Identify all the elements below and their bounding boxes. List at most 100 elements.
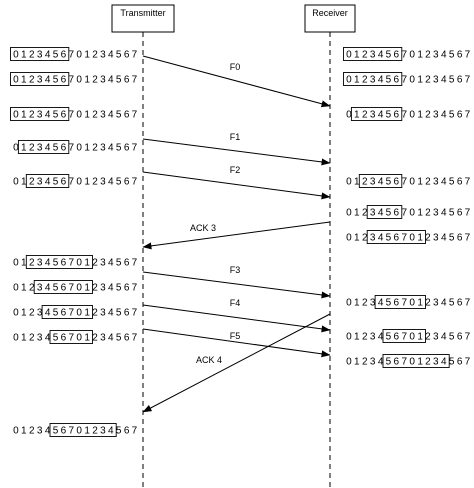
- sequence-digit: 7: [69, 426, 75, 437]
- message-f5: F5: [142, 328, 331, 358]
- sequence-digit: 4: [108, 75, 114, 86]
- sequence-digit: 2: [92, 308, 98, 319]
- sliding-window-box: [25, 174, 70, 188]
- sequence-digit: 3: [433, 332, 439, 343]
- sequence-digit: 7: [132, 283, 138, 294]
- sequence-digit: 3: [370, 298, 376, 309]
- sequence-digit: 6: [457, 332, 463, 343]
- sequence-digit: 4: [378, 357, 384, 368]
- sequence-digit: 2: [362, 332, 368, 343]
- sequence-digit: 3: [100, 308, 106, 319]
- sequence-digit: 6: [457, 177, 463, 188]
- sequence-digit: 3: [433, 50, 439, 61]
- message-ack-3: ACK 3: [142, 221, 331, 250]
- sequence-digit: 5: [116, 258, 122, 269]
- sliding-window-box: [382, 329, 426, 343]
- sequence-digit: 2: [29, 110, 35, 121]
- message-label: F5: [230, 331, 241, 341]
- message-f3: F3: [142, 265, 331, 299]
- sequence-digit: 0: [409, 110, 415, 121]
- sequence-digit: 5: [449, 110, 455, 121]
- sequence-digit: 7: [132, 75, 138, 86]
- sequence-digit: 2: [92, 75, 98, 86]
- sequence-digit: 4: [378, 208, 384, 219]
- sequence-digit: 5: [116, 177, 122, 188]
- sequence-digit: 3: [370, 75, 376, 86]
- sequence-digit: 7: [132, 177, 138, 188]
- sequence-digit: 6: [457, 75, 463, 86]
- transmitter-label: Transmitter: [120, 8, 165, 18]
- sequence-digit: 6: [394, 298, 400, 309]
- sequence-digit: 4: [45, 177, 51, 188]
- sequence-digit: 7: [402, 208, 408, 219]
- sequence-digit: 1: [417, 110, 423, 121]
- sequence-digit: 3: [370, 357, 376, 368]
- sequence-digit: 4: [108, 50, 114, 61]
- sequence-digit: 5: [116, 110, 122, 121]
- transmitter-header-box: [111, 4, 175, 33]
- sliding-window-box: [343, 47, 403, 61]
- sequence-digit: 1: [354, 298, 360, 309]
- sequence-digit: 0: [346, 298, 352, 309]
- sequence-digit: 4: [441, 332, 447, 343]
- sequence-digit: 6: [394, 208, 400, 219]
- sequence-digit: 5: [53, 50, 59, 61]
- sequence-digit: 2: [29, 177, 35, 188]
- message-arrow: [142, 271, 331, 299]
- sequence-digit: 3: [370, 110, 376, 121]
- sequence-digit: 0: [76, 110, 82, 121]
- sequence-digit: 6: [124, 50, 130, 61]
- sequence-digit: 1: [417, 357, 423, 368]
- sequence-digit: 0: [13, 258, 19, 269]
- message-label: F1: [230, 132, 241, 142]
- sequence-digit: 6: [124, 283, 130, 294]
- sliding-window-box: [49, 423, 117, 437]
- sequence-digit: 1: [84, 110, 90, 121]
- sliding-window-box: [366, 230, 426, 244]
- sequence-digit: 2: [425, 233, 431, 244]
- sequence-digit: 3: [370, 177, 376, 188]
- sequence-digit: 6: [61, 177, 67, 188]
- sequence-digit: 7: [69, 283, 75, 294]
- sequence-digit: 6: [394, 177, 400, 188]
- sequence-digit: 7: [402, 332, 408, 343]
- message-f0: F0: [142, 55, 331, 108]
- sequence-digit: 7: [69, 177, 75, 188]
- sequence-digit: 7: [465, 298, 471, 309]
- sequence-digit: 2: [92, 177, 98, 188]
- sequence-digit: 3: [370, 50, 376, 61]
- sequence-digit: 5: [449, 233, 455, 244]
- sequence-digit: 4: [108, 283, 114, 294]
- sequence-digit: 4: [108, 177, 114, 188]
- sequence-digit: 1: [84, 308, 90, 319]
- sequence-digit: 0: [76, 50, 82, 61]
- sequence-digit: 1: [21, 177, 27, 188]
- sequence-digit: 2: [29, 143, 35, 154]
- sequence-digit: 2: [362, 208, 368, 219]
- sequence-digit: 0: [76, 308, 82, 319]
- sequence-digit: 5: [53, 177, 59, 188]
- sequence-digit: 4: [108, 426, 114, 437]
- sequence-digit: 4: [378, 298, 384, 309]
- sequence-digit: 6: [394, 75, 400, 86]
- sequence-digit: 1: [417, 233, 423, 244]
- sequence-digit: 6: [124, 308, 130, 319]
- sequence-digit: 3: [433, 177, 439, 188]
- sequence-digit: 1: [84, 50, 90, 61]
- sequence-digit: 4: [378, 233, 384, 244]
- sequence-digit: 7: [132, 333, 138, 344]
- sequence-digit: 2: [92, 426, 98, 437]
- sequence-digit: 1: [417, 208, 423, 219]
- sequence-digit: 2: [92, 143, 98, 154]
- sequence-digit: 5: [449, 50, 455, 61]
- sequence-digit: 4: [441, 233, 447, 244]
- sequence-digit: 1: [354, 50, 360, 61]
- sequence-digit: 2: [362, 110, 368, 121]
